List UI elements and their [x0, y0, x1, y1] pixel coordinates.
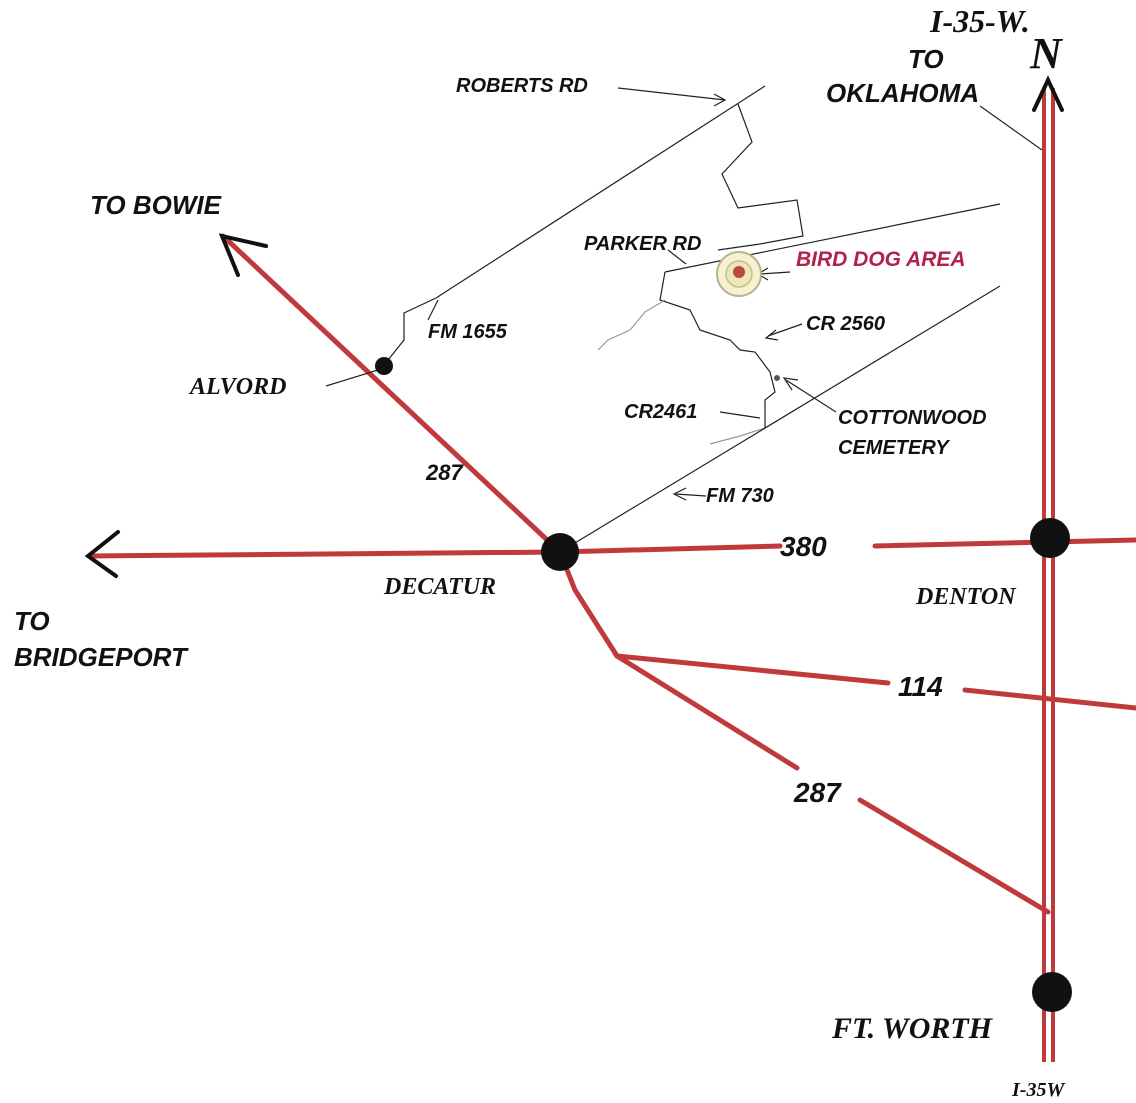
- leader-cr-2560-head: [764, 329, 779, 341]
- hwy-380-east-2: [872, 537, 1136, 549]
- bird-dog-area-target[interactable]: [716, 251, 762, 297]
- leader-fm-1655: [427, 299, 439, 321]
- parker-rd-tail: [597, 299, 666, 351]
- hwy-287-north: [220, 233, 563, 555]
- leader-alvord: [325, 369, 379, 387]
- leader-roberts-rd-head: [713, 93, 727, 107]
- label-cr-2560: CR 2560: [806, 313, 885, 335]
- arrow-north: [1032, 75, 1064, 112]
- label-cottonwood: COTTONWOOD: [838, 407, 987, 429]
- hwy-380-east: [557, 543, 783, 555]
- fm-730-line: [559, 285, 1001, 553]
- leader-cr-2560: [767, 323, 803, 337]
- label-ft-worth: FT. WORTH: [831, 1012, 994, 1045]
- label-interstate-south: I-35W: [1011, 1079, 1065, 1101]
- label-parker-rd: PARKER RD: [584, 233, 701, 255]
- label-to-bowie: TO BOWIE: [90, 190, 222, 220]
- label-hwy-380: 380: [780, 531, 827, 562]
- direction-arrows: [84, 75, 1064, 578]
- cr-2560-line: [659, 271, 776, 428]
- hwy-114-a: [614, 653, 891, 686]
- leader-fm-730: [675, 493, 707, 497]
- label-denton: DENTON: [915, 584, 1017, 610]
- county-roads: [383, 85, 1001, 553]
- label-bird-dog-area[interactable]: BIRD DOG AREA: [796, 248, 966, 271]
- arrow-to-bowie: [218, 233, 268, 277]
- label-fm-1655: FM 1655: [428, 321, 508, 343]
- leader-roberts-rd: [617, 87, 726, 101]
- label-to-bridgeport-2: BRIDGEPORT: [14, 642, 189, 672]
- bird-dog-center: [733, 266, 745, 278]
- label-north: N: [1029, 29, 1064, 78]
- hwy-380-west: [87, 549, 563, 559]
- leader-cottonwood-head: [782, 377, 799, 391]
- label-hwy-287-north: 287: [425, 460, 464, 485]
- hwy-114-b: [962, 687, 1136, 711]
- ft-worth-marker: [1032, 972, 1072, 1012]
- label-hwy-114: 114: [898, 671, 943, 702]
- label-cr-2461: CR2461: [624, 401, 697, 423]
- label-to-bridgeport-1: TO: [14, 606, 50, 636]
- label-decatur: DECATUR: [383, 574, 496, 600]
- arrow-to-bridgeport: [84, 530, 120, 578]
- leader-fm-730-head: [672, 487, 687, 501]
- denton-marker: [1030, 518, 1070, 558]
- leader-parker-rd: [667, 249, 687, 265]
- label-hwy-287-south: 287: [793, 777, 842, 808]
- label-roberts-rd: ROBERTS RD: [456, 75, 588, 97]
- label-fm-730: FM 730: [706, 485, 774, 507]
- town-markers: [375, 357, 1072, 1012]
- label-interstate-north: I-35-W.: [929, 3, 1030, 39]
- cottonwood-cemetery-marker: [774, 375, 780, 381]
- roberts-rd-jagged: [717, 103, 804, 251]
- cr-2461-tail: [709, 427, 766, 445]
- map-labels: I-35-W. TO OKLAHOMA N ROBERTS RD TO BOWI…: [14, 3, 1065, 1101]
- leader-bird-dog: [759, 271, 791, 275]
- fm-1655-line: [383, 297, 437, 366]
- hwy-287-south-b: [614, 653, 800, 771]
- leader-cottonwood: [785, 379, 837, 413]
- highways: [87, 88, 1136, 1062]
- alvord-marker: [375, 357, 393, 375]
- label-to: TO: [908, 44, 944, 74]
- roberts-rd-line: [435, 85, 766, 299]
- label-alvord: ALVORD: [188, 374, 286, 400]
- label-cemetery: CEMETERY: [838, 437, 950, 459]
- leader-oklahoma: [979, 105, 1043, 151]
- decatur-marker: [541, 533, 579, 571]
- leader-lines: [325, 87, 1043, 501]
- label-oklahoma: OKLAHOMA: [826, 78, 979, 108]
- leader-cr-2461: [719, 411, 761, 419]
- hwy-287-south-c: [857, 797, 1051, 915]
